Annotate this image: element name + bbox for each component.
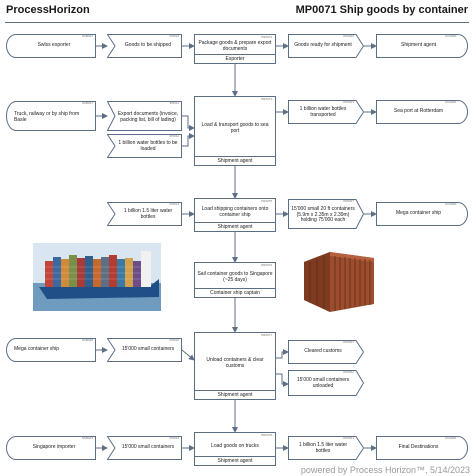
node-label: Truck, railway or by ship from Basle — [14, 111, 80, 123]
singapore-importer-node: SUB043 Singapore importer — [6, 436, 96, 460]
node-label: 15'000 small containers unloaded — [296, 377, 350, 389]
node-code: OP0023 — [342, 100, 354, 104]
node-code: IP0019 — [169, 34, 179, 38]
goods-shipped-node: IP0019 Goods to be shipped — [107, 34, 182, 58]
header-divider — [5, 22, 469, 23]
node-code: PR0075 — [261, 199, 272, 203]
node-code: OP0037 — [342, 340, 354, 344]
load-transport-process: PR0074 Load & transport goods to sea por… — [194, 96, 276, 166]
node-code: PR0076 — [261, 263, 272, 267]
node-code: SUB027 — [81, 34, 93, 38]
node-label: 1 billion water bottles transported — [299, 106, 347, 118]
node-label: Export documents (invoice, packing list,… — [117, 110, 179, 123]
containers-unloaded-node: OP0042 15'000 small containers unloaded — [288, 370, 364, 396]
node-code: PR0077 — [261, 333, 272, 337]
process-label: Unload containers & clear customs — [206, 356, 264, 369]
node-label: Final Destinations — [398, 444, 439, 451]
node-code: PR0073 — [261, 35, 272, 39]
brand-title: ProcessHorizon — [6, 4, 90, 16]
node-label: Goods ready for shipment — [294, 42, 352, 49]
containers-in2-node: IP0043 15'000 small containers — [107, 436, 182, 460]
node-code: CU0009 — [444, 34, 456, 38]
node-code: OP0026 — [342, 34, 354, 38]
truck-rail-node: SUB027 Truck, railway or by ship from Ba… — [6, 101, 96, 131]
containers-in-node: IP0040 15'000 small containers — [107, 338, 182, 362]
connector — [181, 349, 195, 361]
node-code: IP0043 — [169, 436, 179, 440]
node-label: Mega container ship — [395, 210, 442, 217]
node-code: IP0013 — [169, 202, 179, 206]
node-label: Goods to be shipped — [124, 42, 172, 49]
package-goods-process: PR0073 Package goods & prepare export do… — [194, 34, 276, 64]
node-code: SUB040 — [81, 338, 93, 342]
process-label: Sail container goods to Singapore (~25 d… — [197, 271, 273, 283]
footer-credit: powered by Process Horizon™, 5/14/2023 — [300, 465, 470, 475]
node-label: 1 billion 1.5 liter water bottles — [298, 442, 348, 454]
node-code: IP0012 — [169, 134, 179, 138]
node-label: Singapore importer — [32, 444, 76, 451]
process-label: Load shipping containers onto container … — [201, 206, 269, 218]
node-code: PR0074 — [261, 97, 272, 101]
node-code: OP0042 — [342, 370, 354, 374]
final-destinations-node: CU0009 Final Destinations — [376, 436, 468, 460]
cleared-customs-node: OP0037 Cleared customs — [288, 340, 364, 364]
node-code: SUB043 — [81, 436, 93, 440]
load-trucks-process: PR0078 Load goods on trucks Shipment age… — [194, 432, 276, 466]
bottles-out-node: OP0044 1 billion 1.5 liter water bottles — [288, 436, 364, 460]
node-label: 15'000 small containers — [121, 444, 175, 451]
bottles-input-node: IP0013 1 billion 1.5 liter water bottles — [107, 202, 182, 226]
bottles-transported-node: OP0023 1 billion water bottles transport… — [288, 100, 364, 124]
connector — [276, 373, 289, 387]
container-ship-photo — [33, 243, 161, 311]
process-label: Load goods on trucks — [211, 443, 259, 450]
node-code: OP0044 — [342, 436, 354, 440]
node-code: CU0009 — [444, 436, 456, 440]
connector — [182, 133, 195, 147]
sail-ship-process: PR0076 Sail container goods to Singapore… — [194, 262, 276, 298]
node-label: Cleared customs — [304, 348, 342, 355]
page-title: MP0071 Ship goods by container — [295, 4, 468, 16]
connector — [276, 349, 289, 359]
rotterdam-customer-node: CU0009 Sea port at Rotterdam — [376, 100, 468, 124]
node-label: 15'000 small containers — [121, 346, 175, 353]
process-role: Container ship captain — [195, 288, 275, 297]
node-label: Mega container ship — [14, 346, 60, 353]
node-code: CU0009 — [444, 100, 456, 104]
node-code: SUB027 — [81, 101, 93, 105]
node-label: Swiss exporter — [37, 42, 71, 49]
unload-process: PR0077 Unload containers & clear customs… — [194, 332, 276, 400]
process-label: Package goods & prepare export documents — [198, 40, 272, 52]
node-label: 1 billion 1.5 liter water bottles — [123, 208, 173, 220]
node-code: OP0027 — [342, 199, 354, 203]
bottles-loaded-node: IP0012 1 billion water bottles to be loa… — [107, 134, 182, 158]
shipping-container-photo — [300, 248, 378, 314]
node-label: Shipment agent — [400, 42, 437, 49]
process-label: Load & transport goods to sea port — [201, 121, 269, 134]
process-role: Exporter — [195, 54, 275, 63]
node-code: CU0009 — [444, 202, 456, 206]
process-role: Shipment agent — [195, 156, 275, 165]
node-label: Sea port at Rotterdam — [393, 108, 444, 115]
swiss-exporter-node: SUB027 Swiss exporter — [6, 34, 96, 58]
node-code: IP0040 — [169, 338, 179, 342]
shipment-agent-customer-node: CU0009 Shipment agent — [376, 34, 468, 58]
goods-ready-node: OP0026 Goods ready for shipment — [288, 34, 364, 58]
small-containers-node: OP0027 15'000 small 20 ft containers (5.… — [288, 199, 364, 229]
process-role: Shipment agent — [195, 456, 275, 465]
mega-ship-source-node: SUB040 Mega container ship — [6, 338, 96, 362]
node-code: IP0011 — [169, 101, 179, 105]
node-label: 1 billion water bottles to be loaded — [118, 140, 178, 152]
node-label: 15'000 small 20 ft containers (5.9m x 2.… — [291, 205, 355, 224]
process-role: Shipment agent — [195, 222, 275, 231]
export-docs-node: IP0011 Export documents (invoice, packin… — [107, 101, 182, 131]
mega-ship-customer-node: CU0009 Mega container ship — [376, 202, 468, 226]
process-role: Shipment agent — [195, 390, 275, 399]
node-code: PR0078 — [261, 433, 272, 437]
load-containers-process: PR0075 Load shipping containers onto con… — [194, 198, 276, 232]
connector — [182, 115, 195, 131]
